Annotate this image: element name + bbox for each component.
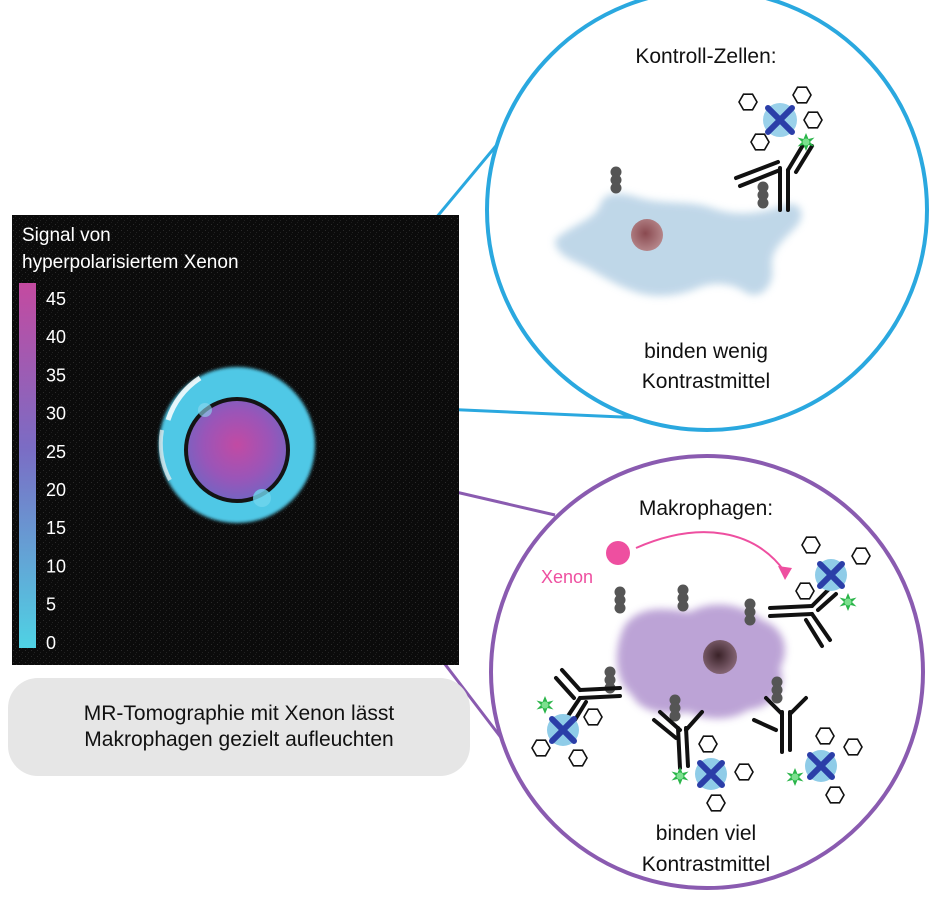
- receptor-icon: [677, 584, 689, 612]
- scale-tick-label: 35: [46, 365, 66, 385]
- control-cell-body: [555, 193, 802, 296]
- macrophage-desc-line2: Kontrastmittel: [642, 853, 770, 876]
- scale-tick-label: 40: [46, 327, 66, 347]
- control-cell-nucleus: [631, 219, 663, 251]
- scale-tick-label: 10: [46, 556, 66, 576]
- sample-wall: [184, 397, 290, 503]
- color-scale-ticks: 45 40 35 30 25 20 15 10 5 0: [46, 289, 66, 653]
- scale-tick-label: 30: [46, 404, 66, 424]
- contrast-agent-cage-icon: [738, 86, 823, 151]
- scale-tick-label: 25: [46, 442, 66, 462]
- caption-line2: Makrophagen gezielt aufleuchten: [84, 728, 394, 751]
- scale-tick-label: 0: [46, 633, 56, 653]
- receptor-icon: [669, 694, 681, 722]
- mri-sample: [158, 367, 315, 523]
- antibody-icon: [768, 586, 838, 648]
- control-cells-title: Kontroll-Zellen:: [635, 45, 776, 68]
- macrophage-title: Makrophagen:: [639, 497, 773, 520]
- caption-box: MR-Tomographie mit Xenon lässt Makrophag…: [8, 678, 470, 776]
- antibody-icon: [752, 696, 808, 754]
- color-scale-bar: [19, 283, 36, 648]
- caption-line1: MR-Tomographie mit Xenon lässt: [83, 701, 395, 725]
- contrast-agent-cage-icon: [786, 727, 863, 804]
- control-cells-desc-line1: binden wenig: [644, 340, 768, 363]
- control-cells-panel: Kontroll-Zellen: binden wenig Kontrastmi…: [485, 0, 929, 432]
- scale-tick-label: 20: [46, 480, 66, 500]
- xenon-label: Xenon: [541, 567, 593, 587]
- xenon-arrow-head: [778, 566, 792, 580]
- legend-title-line1: Signal von: [22, 225, 111, 246]
- legend-title-line2: hyperpolarisiertem Xenon: [22, 252, 239, 273]
- xenon-atom-icon: [606, 541, 630, 565]
- macrophage-body: [616, 604, 785, 719]
- contrast-agent-cage-icon: [671, 735, 754, 812]
- antibody-icon: [554, 668, 622, 730]
- receptor-icon: [614, 586, 626, 614]
- scale-tick-label: 5: [46, 595, 56, 615]
- mri-image-panel: Signal von hyperpolarisiertem Xenon 45 40…: [12, 215, 459, 665]
- macrophage-nucleus: [703, 640, 737, 674]
- macrophage-panel: Makrophagen: Xenon: [489, 454, 925, 890]
- receptor-icon: [744, 598, 756, 626]
- scale-tick-label: 15: [46, 518, 66, 538]
- contrast-agent-cage-icon: [795, 536, 871, 611]
- receptor-icon: [771, 676, 783, 704]
- control-cells-desc-line2: Kontrastmittel: [642, 370, 770, 393]
- antibody-icon: [734, 138, 814, 212]
- antibody-icon: [652, 710, 704, 770]
- xenon-arrow: [635, 531, 786, 573]
- receptor-icon: [610, 166, 622, 194]
- contrast-agent-cage-icon: [531, 696, 603, 767]
- scale-tick-label: 45: [46, 289, 66, 309]
- macrophage-desc-line1: binden viel: [656, 822, 756, 845]
- receptor-icon: [757, 181, 769, 209]
- inner-signal: [186, 399, 288, 501]
